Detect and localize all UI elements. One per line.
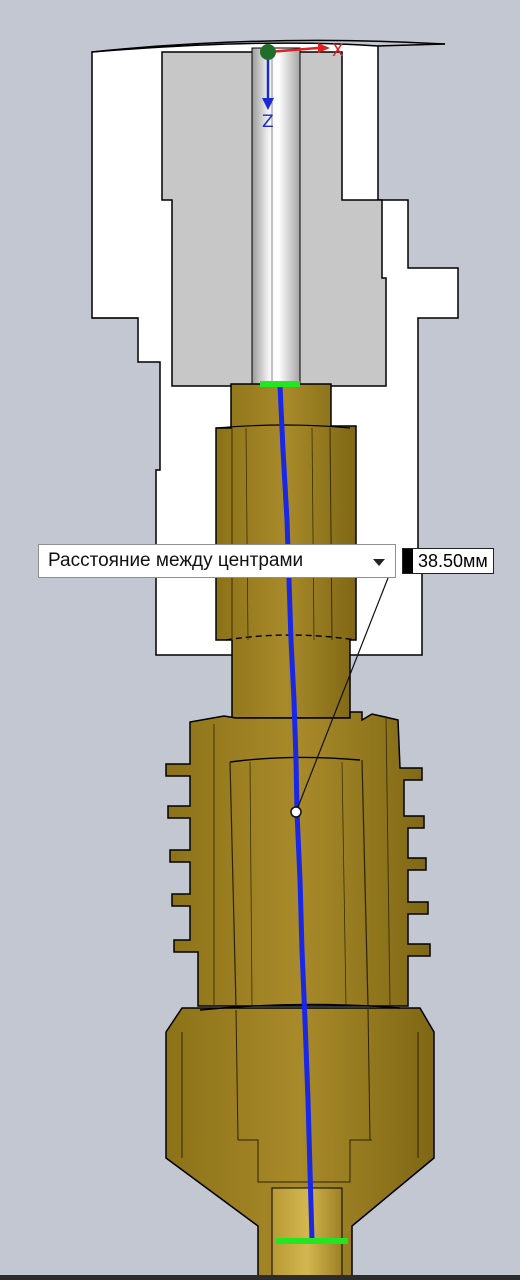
endpoint-bottom-highlight xyxy=(276,1238,348,1244)
measurement-line[interactable] xyxy=(277,383,315,1243)
measurement-type-dropdown[interactable]: Расстояние между центрами xyxy=(38,544,396,578)
viewport-bottom-edge xyxy=(0,1275,520,1280)
axis-x-label: X xyxy=(332,41,344,61)
coordinate-triad-icon: X Z xyxy=(260,41,344,132)
value-marker xyxy=(403,549,413,573)
chevron-down-icon[interactable] xyxy=(373,559,385,566)
measurement-value-box: 38.50мм xyxy=(402,548,494,574)
nozzle-hex[interactable] xyxy=(165,1003,435,1279)
leader-line xyxy=(295,577,389,813)
measurement-value: 38.50мм xyxy=(418,551,488,571)
axis-z-label: Z xyxy=(262,112,274,132)
measurement-type-label: Расстояние между центрами xyxy=(48,550,304,571)
midpoint-marker[interactable] xyxy=(290,806,302,818)
measurement-callout: Расстояние между центрами 38.50мм xyxy=(38,544,494,578)
endpoint-top-highlight xyxy=(260,381,300,387)
